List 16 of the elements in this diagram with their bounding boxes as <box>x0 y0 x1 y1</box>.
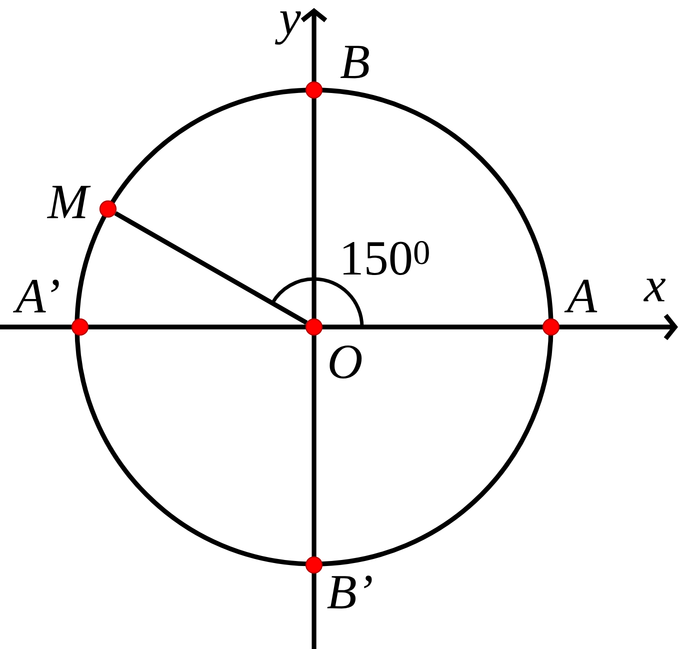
point-label: O <box>330 345 362 379</box>
point-dot <box>305 81 323 99</box>
axis-label: x <box>643 278 666 302</box>
point-label: M <box>46 186 91 218</box>
line-segment <box>114 211 308 325</box>
axis-label: y <box>274 11 301 45</box>
point-dot <box>542 318 560 336</box>
point-label: A <box>564 280 598 312</box>
point-dot <box>99 200 117 218</box>
point-label: A’ <box>13 280 59 312</box>
point-dot <box>71 318 89 336</box>
point-label: B’ <box>327 576 372 608</box>
angle-label: 150$^{0}$ <box>344 241 429 275</box>
point-label: B <box>340 46 369 78</box>
point-dot <box>305 556 323 574</box>
point-dot <box>305 318 323 336</box>
